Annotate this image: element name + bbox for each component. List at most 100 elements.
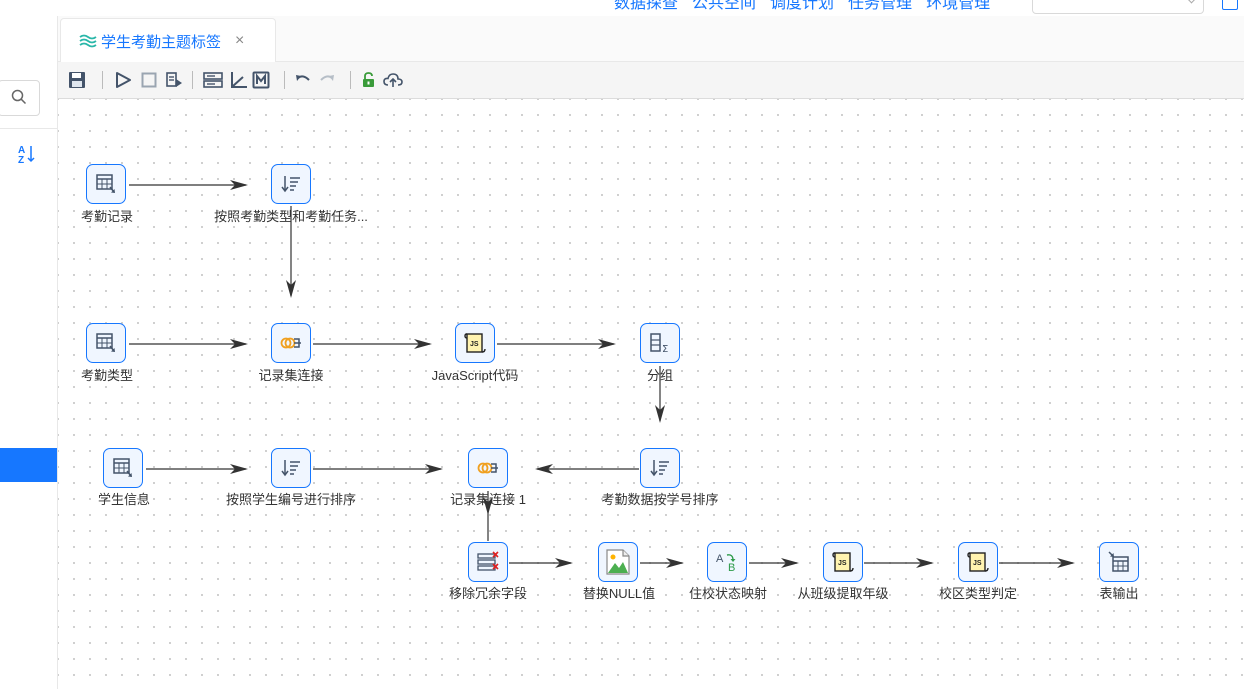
node-label: JavaScript代码	[431, 368, 519, 383]
unlock-button[interactable]	[358, 69, 380, 91]
top-navigation: 数据探查 公共空间 调度计划 任务管理 环境管理	[0, 0, 1244, 16]
merge-join-icon	[280, 337, 301, 349]
javascript-icon: JS	[464, 333, 486, 353]
node-label: 分组	[646, 368, 673, 383]
node-label: 考勤记录	[80, 209, 133, 224]
svg-text:Σ: Σ	[662, 344, 668, 354]
value-mapper-icon: A B	[716, 553, 736, 573]
undo-icon	[296, 75, 310, 81]
flow-tab-icon	[79, 34, 97, 48]
node-sort-by-student-id[interactable]	[271, 448, 311, 488]
unlock-icon	[363, 72, 374, 87]
node-table-output[interactable]	[1099, 542, 1139, 582]
close-icon[interactable]: ×	[235, 32, 245, 49]
toolbar-separator	[192, 71, 193, 89]
svg-text:JS: JS	[838, 560, 847, 567]
table-input-icon	[96, 333, 115, 352]
tab-label: 学生考勤主题标签	[101, 33, 222, 51]
node-replace-null[interactable]	[598, 542, 638, 582]
nav-link-schedule-plan[interactable]: 调度计划	[770, 0, 835, 12]
run-button[interactable]	[112, 69, 134, 91]
sort-icon	[281, 176, 300, 193]
axis-icon	[231, 72, 247, 88]
monitor-button[interactable]	[250, 69, 272, 91]
layout-button[interactable]	[202, 69, 224, 91]
run-icon	[116, 72, 131, 88]
redo-icon	[320, 75, 334, 81]
tab-bar: 学生考勤主题标签 ×	[58, 16, 1244, 63]
node-value-mapper[interactable]: A B	[707, 542, 747, 582]
node-label: 考勤数据按学号排序	[601, 492, 719, 507]
debug-run-button[interactable]	[163, 69, 185, 91]
layout-icon	[203, 72, 223, 88]
toolbar-separator	[284, 71, 285, 89]
nav-link-task-management[interactable]: 任务管理	[848, 0, 913, 12]
node-remove-fields[interactable]	[468, 542, 508, 582]
node-extract-grade[interactable]: JS	[823, 542, 863, 582]
redo-button[interactable]	[316, 69, 338, 91]
group-by-icon: Σ	[650, 333, 668, 354]
sort-icon	[650, 460, 669, 477]
node-sort-by-type-task[interactable]	[271, 164, 311, 204]
merge-join-icon	[477, 462, 498, 474]
sort-alpha-icon[interactable]: A Z	[17, 144, 37, 164]
node-label: 移除冗余字段	[448, 586, 527, 601]
search-button[interactable]	[0, 80, 40, 116]
publish-button[interactable]	[382, 69, 404, 91]
node-kaoqin-jilu[interactable]	[86, 164, 126, 204]
node-group-by[interactable]: Σ	[640, 323, 680, 363]
remove-fields-icon	[477, 551, 499, 571]
node-label: 从班级提取年级	[797, 586, 889, 601]
node-label: 考勤类型	[80, 368, 133, 383]
save-button[interactable]	[66, 69, 88, 91]
node-label: 校区类型判定	[938, 586, 1017, 601]
node-label: 替换NULL值	[582, 586, 656, 601]
svg-text:JS: JS	[470, 341, 479, 348]
monitor-icon	[252, 71, 270, 89]
broken-image-icon	[606, 549, 630, 575]
node-javascript[interactable]: JS	[455, 323, 495, 363]
nav-link-public-space[interactable]: 公共空间	[692, 0, 757, 12]
svg-text:JS: JS	[973, 560, 982, 567]
tab-student-attendance[interactable]: 学生考勤主题标签 ×	[60, 18, 276, 63]
save-icon	[69, 72, 85, 88]
javascript-icon: JS	[967, 552, 989, 572]
nav-link-environment-management[interactable]: 环境管理	[926, 0, 991, 12]
node-merge-join-1[interactable]	[468, 448, 508, 488]
svg-text:A: A	[18, 145, 25, 156]
javascript-icon: JS	[832, 552, 854, 572]
node-label: 按照考勤类型和考勤任务...	[214, 209, 368, 224]
node-sort-attendance-by-id[interactable]	[640, 448, 680, 488]
node-label: 记录集连接	[258, 368, 324, 383]
node-kaoqin-leixing[interactable]	[86, 323, 126, 363]
table-input-icon	[96, 174, 115, 193]
node-campus-type[interactable]: JS	[958, 542, 998, 582]
node-merge-join[interactable]	[271, 323, 311, 363]
undo-button[interactable]	[292, 69, 314, 91]
node-label: 记录集连接 1	[450, 492, 526, 507]
node-label: 按照学生编号进行排序	[225, 492, 356, 507]
debug-run-icon	[166, 72, 182, 87]
nav-link-data-explore[interactable]: 数据探查	[614, 0, 679, 12]
top-nav-links: 数据探查 公共空间 调度计划 任务管理 环境管理	[614, 0, 990, 13]
table-input-icon	[113, 458, 132, 477]
table-output-icon	[1108, 551, 1129, 572]
stop-button[interactable]	[138, 69, 160, 91]
chevron-down-icon	[1186, 0, 1197, 4]
node-xuesheng-xinxi[interactable]	[103, 448, 143, 488]
sidebar-divider	[0, 128, 57, 129]
node-label: 住校状态映射	[688, 586, 767, 601]
window-icon[interactable]	[1222, 0, 1238, 10]
svg-text:Z: Z	[18, 155, 24, 164]
sidebar-active-item[interactable]	[0, 448, 57, 482]
node-label: 学生信息	[97, 492, 150, 507]
cloud-upload-icon	[383, 73, 403, 87]
node-label: 表输出	[1099, 586, 1139, 601]
svg-text:A: A	[716, 553, 724, 565]
axis-button[interactable]	[228, 69, 250, 91]
search-icon	[11, 89, 27, 105]
project-select[interactable]	[1032, 0, 1204, 14]
toolbar	[58, 62, 1244, 99]
svg-text:B: B	[728, 562, 735, 573]
flow-canvas[interactable]	[58, 99, 1244, 689]
